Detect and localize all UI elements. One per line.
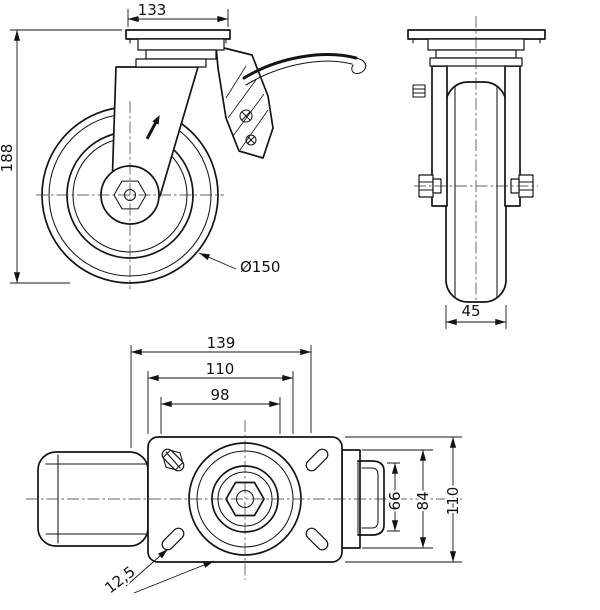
brand-logo-mark [145, 115, 160, 140]
dim-label-pedal-depth: 66 [386, 491, 404, 510]
dim-label-bolt-spacing: 110 [206, 360, 235, 378]
front-view [407, 16, 546, 329]
plan-dimensions [125, 345, 462, 594]
dim-label-plate-length: 133 [138, 1, 167, 19]
brake-release-lever [242, 53, 367, 86]
side-view [10, 9, 367, 289]
dim-label-plate-width: 110 [444, 487, 462, 516]
dim-label-overall-height: 188 [0, 144, 16, 173]
front-kingpin-bolt [412, 84, 426, 98]
plan-corner-bolt [162, 449, 184, 471]
dim-label-bracket-depth: 84 [414, 491, 432, 510]
dim-label-inner-spacing: 98 [210, 386, 229, 404]
front-fork-legs [431, 65, 521, 207]
dim-label-bolt-hole: 12,5 [101, 562, 138, 597]
side-swivel-head [135, 38, 225, 68]
dim-label-wheel-diameter: Ø150 [240, 258, 280, 276]
front-centerlines [414, 16, 538, 314]
front-dimensions [445, 305, 507, 329]
side-centerlines [36, 101, 224, 289]
dim-label-overall-length: 139 [207, 334, 236, 352]
plan-view [26, 345, 462, 594]
side-dimensions [10, 9, 237, 284]
plan-centerlines [26, 420, 462, 580]
side-brake [215, 45, 367, 159]
dim-label-wheel-width: 45 [461, 302, 480, 320]
dimension-labels: 133 188 Ø150 45 139 110 98 66 84 110 12,… [0, 0, 483, 599]
plan-bolt-slots [161, 448, 329, 551]
